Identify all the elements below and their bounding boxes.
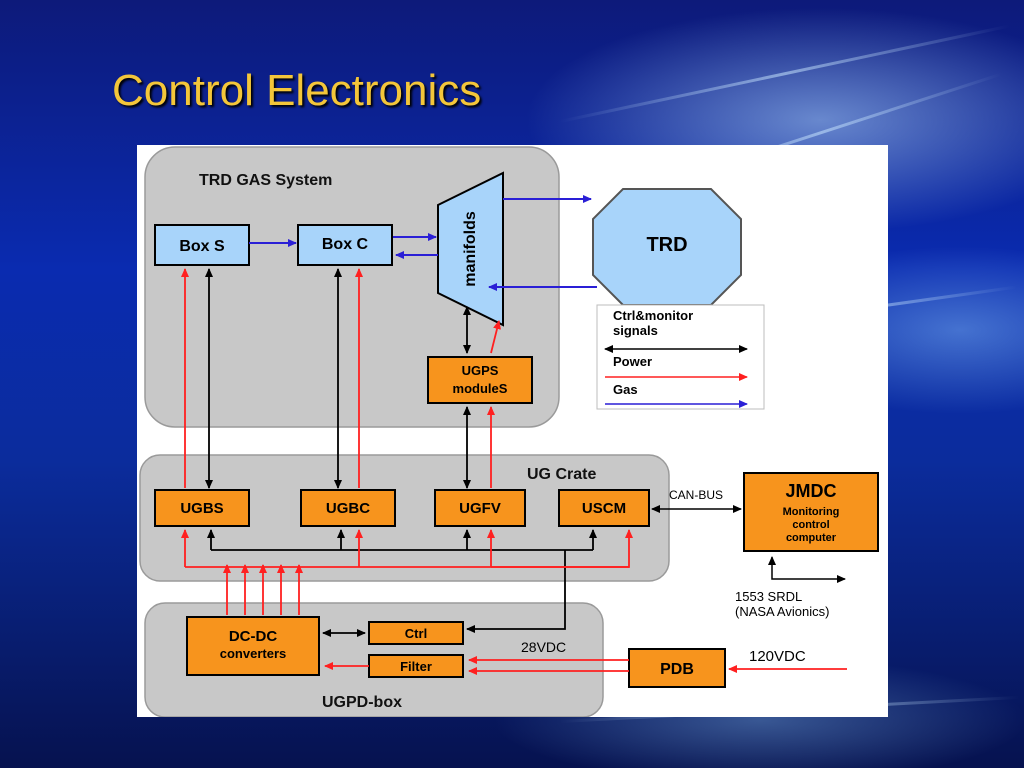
jmdc-line1: Monitoring (783, 506, 840, 518)
box-s-label: Box S (179, 238, 225, 255)
pdb-label: PDB (660, 661, 694, 678)
jmdc-line2: control (792, 519, 829, 531)
dcdc-converters-node (186, 616, 320, 676)
can-bus-label: CAN-BUS (669, 488, 723, 502)
120vdc-label: 120VDC (749, 648, 806, 665)
ugps-modules-node (427, 356, 533, 404)
srdl-label-line2: (NASA Avionics) (735, 604, 829, 619)
srdl-label-line1: 1553 SRDL (735, 589, 802, 604)
ugbc-label: UGBC (326, 500, 370, 517)
control-electronics-diagram: TRD GAS System UG Crate UGPD-box Box S B… (139, 146, 879, 718)
ugps-label-line2: moduleS (453, 381, 508, 396)
legend-power-label: Power (613, 354, 652, 369)
ugbs-node (154, 489, 250, 527)
jmdc-node (743, 472, 879, 552)
ugbc-node (300, 489, 396, 527)
legend-ctrl-line1: Ctrl&monitor (613, 308, 693, 323)
diagram-panel: TRD GAS System UG Crate UGPD-box Box S B… (137, 145, 888, 718)
bus-to-ctrl (466, 550, 566, 633)
trd-label: TRD (646, 234, 687, 256)
ug-crate-label: UG Crate (527, 466, 596, 483)
ugpd-box-label: UGPD-box (322, 694, 402, 711)
pdb-node (628, 648, 726, 688)
slide-title: Control Electronics (112, 66, 482, 115)
uscm-label: USCM (582, 500, 626, 517)
ctrl-node (368, 621, 464, 645)
box-s-node (154, 224, 250, 266)
ugfv-label: UGFV (459, 500, 501, 517)
ugfv-node (434, 489, 526, 527)
jmdc-line3: computer (786, 532, 837, 544)
dcdc-line1: DC-DC (229, 628, 277, 645)
power-to-uscm (491, 529, 633, 568)
manifolds-label: manifolds (462, 211, 479, 287)
power-ugps-manifolds (490, 320, 501, 354)
box-c-label: Box C (322, 236, 369, 253)
28vdc-label: 28VDC (521, 639, 566, 655)
uscm-node (558, 489, 650, 527)
ctrl-label: Ctrl (405, 626, 427, 641)
legend-gas-label: Gas (613, 382, 638, 397)
ugps-label-line1: UGPS (462, 363, 499, 378)
ugbs-label: UGBS (180, 500, 223, 517)
manifolds-node (437, 171, 504, 327)
legend-ctrl-line2: signals (613, 323, 658, 338)
filter-label: Filter (400, 659, 432, 674)
legend-box (596, 304, 765, 410)
srdl-link (768, 556, 846, 583)
box-c-node (297, 224, 393, 266)
jmdc-title: JMDC (785, 481, 836, 501)
trd-gas-system-label: TRD GAS System (199, 172, 332, 189)
dcdc-line2: converters (220, 646, 286, 661)
